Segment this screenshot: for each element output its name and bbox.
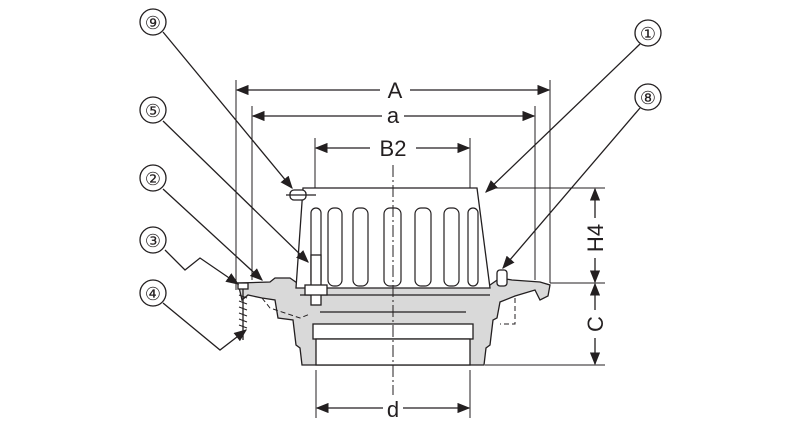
svg-text:⑧: ⑧ [640, 88, 656, 108]
set-screw-right [496, 269, 508, 287]
drain-body [237, 277, 551, 366]
dimension-H4: H4 [583, 187, 608, 284]
dimension-d: d [315, 397, 471, 422]
callout-2: ② [139, 164, 167, 192]
svg-text:⑤: ⑤ [145, 101, 161, 121]
set-screw-top [286, 189, 316, 201]
callout-9: ⑨ [139, 8, 167, 36]
dimension-B2: B2 [314, 136, 471, 161]
dimension-label-d: d [387, 397, 399, 422]
dimension-label-C: C [583, 316, 608, 332]
dimension-C: C [583, 282, 608, 366]
callout-1: ① [634, 19, 662, 47]
svg-text:①: ① [640, 24, 656, 44]
dimension-label-B2: B2 [380, 136, 407, 161]
dimension-A: A [235, 78, 551, 103]
leader-lines [162, 31, 641, 351]
callout-5: ⑤ [139, 96, 167, 124]
svg-text:③: ③ [145, 231, 161, 251]
dimension-label-H4: H4 [583, 224, 608, 252]
callout-4: ④ [139, 279, 167, 307]
dimension-label-A: A [388, 78, 403, 103]
dimension-a: a [251, 103, 536, 128]
callout-8: ⑧ [634, 83, 662, 111]
dimension-label-a: a [387, 103, 400, 128]
svg-text:②: ② [145, 169, 161, 189]
svg-text:④: ④ [145, 284, 161, 304]
svg-text:⑨: ⑨ [145, 13, 161, 33]
callout-3: ③ [139, 226, 167, 254]
bolt [304, 254, 328, 306]
